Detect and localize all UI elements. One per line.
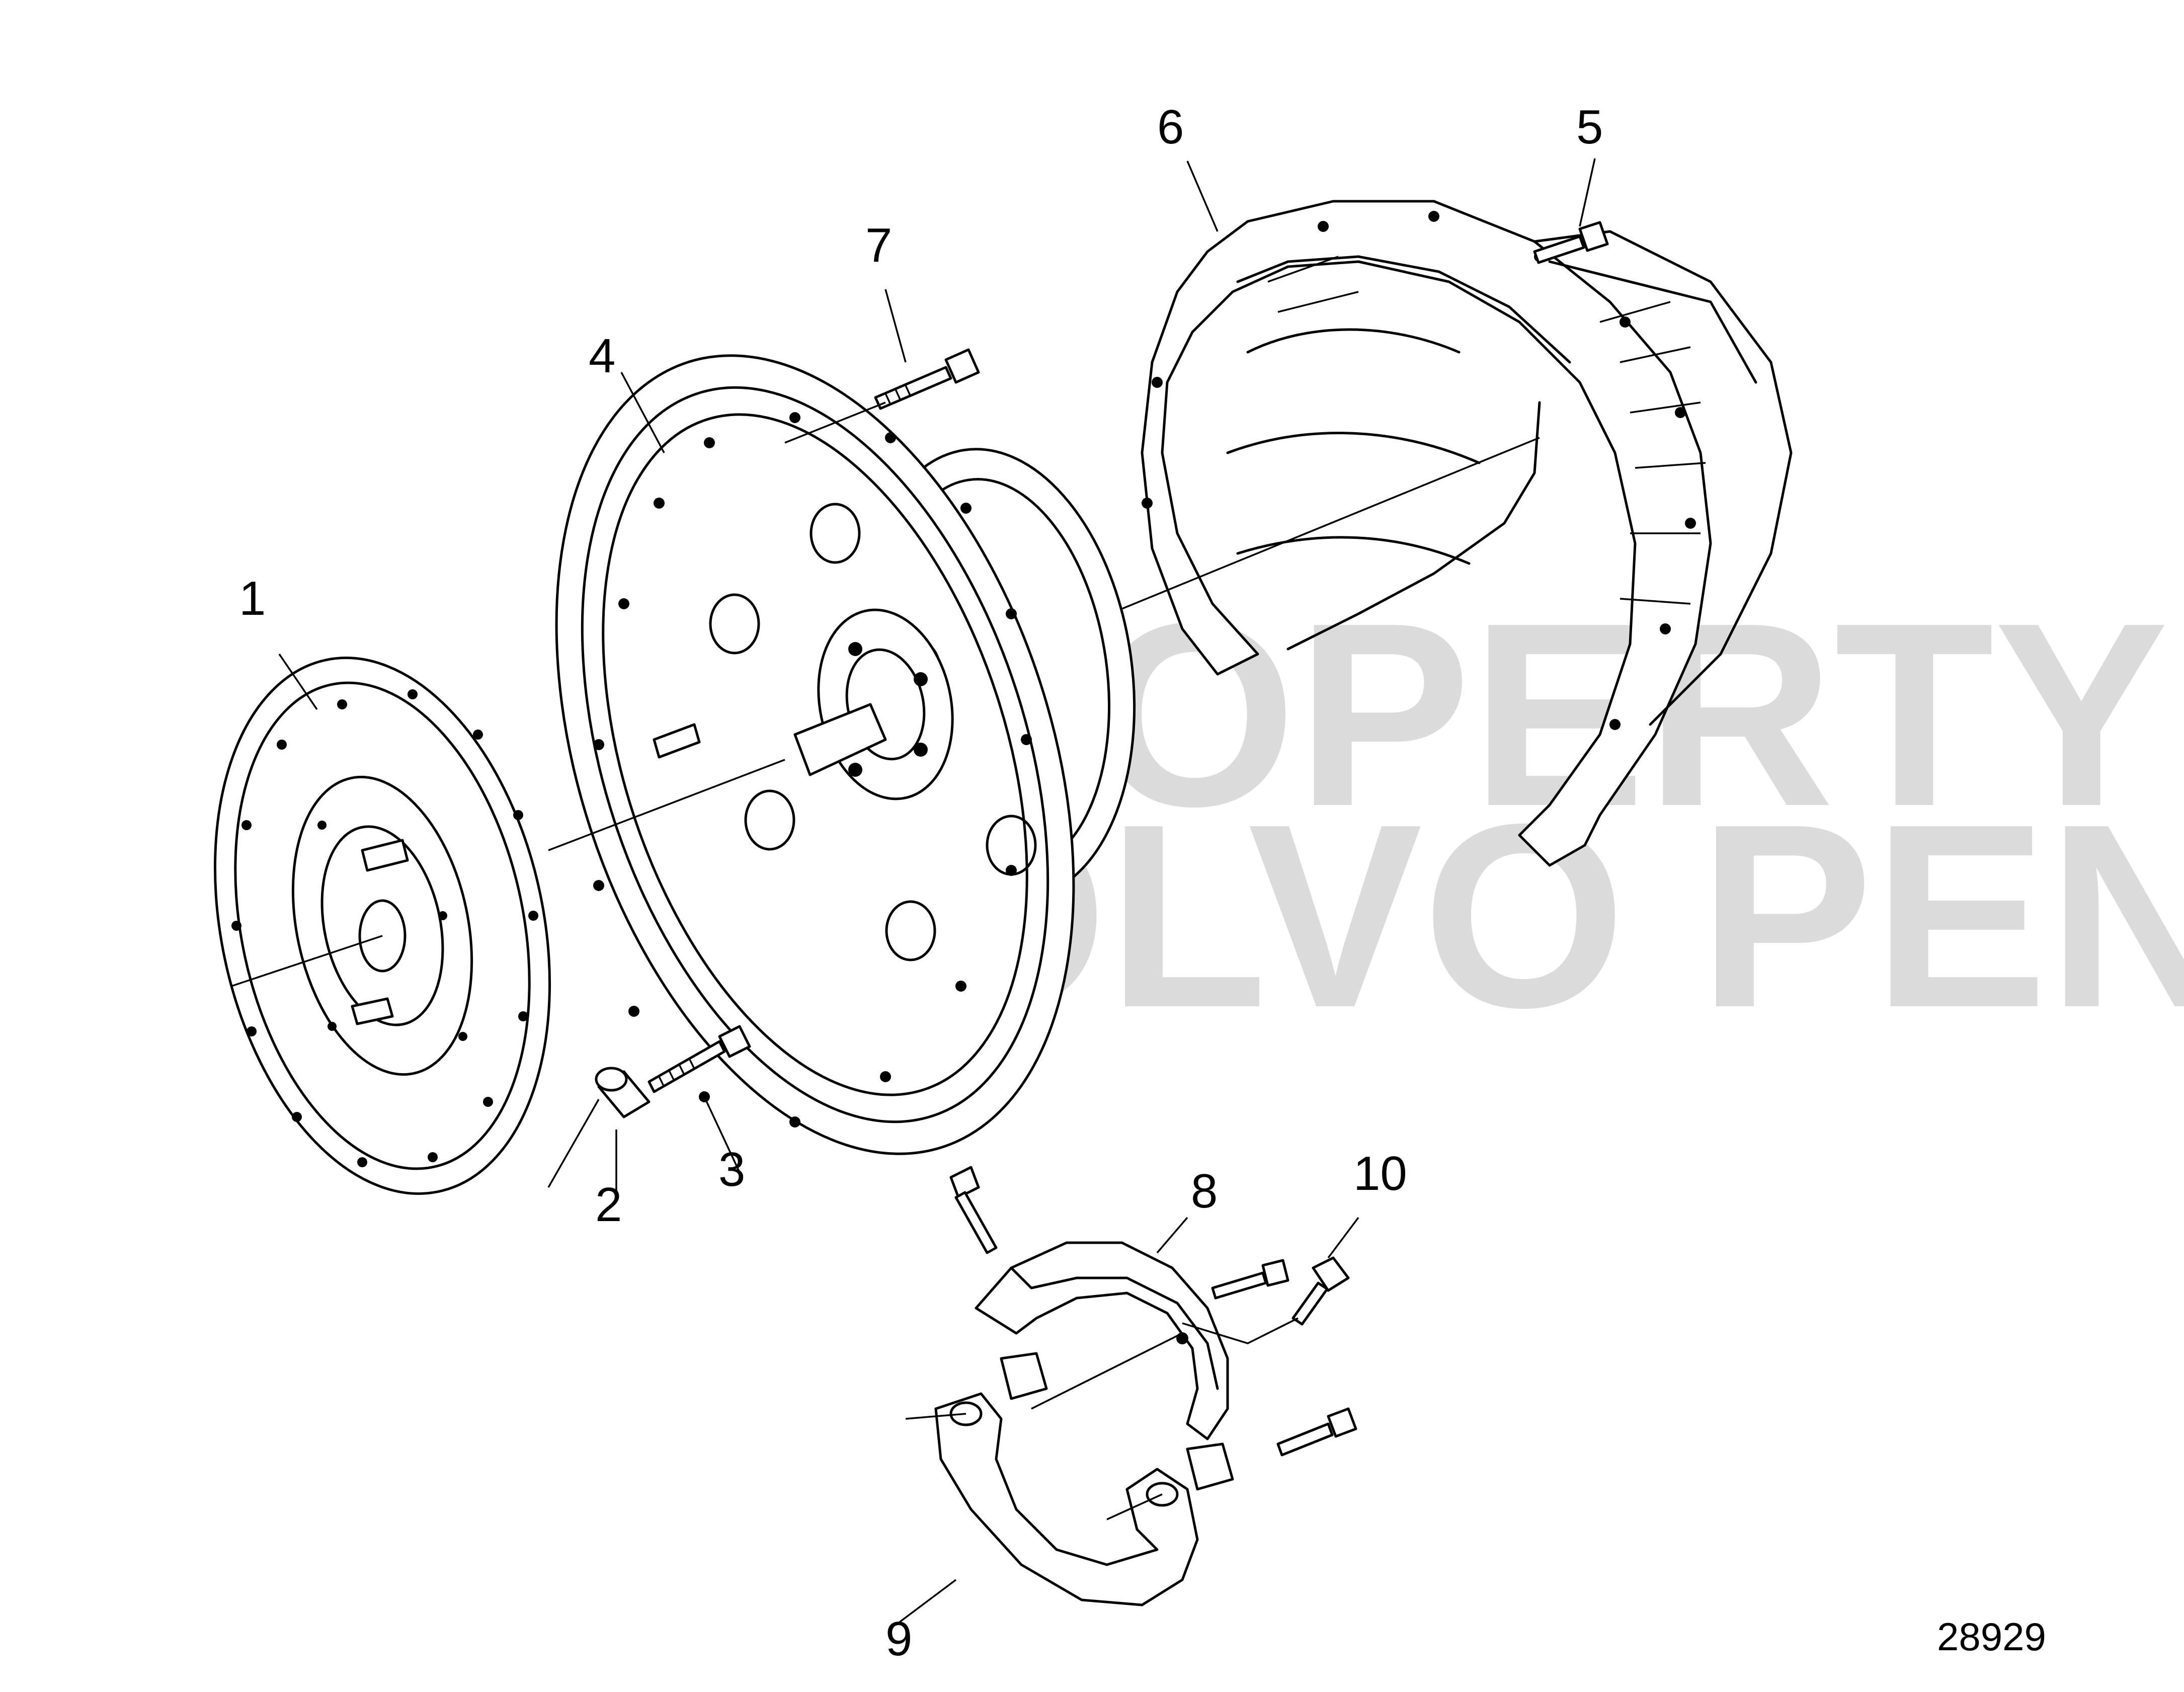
callout-5: 5 [1576,100,1603,154]
callout-labels: 1 2 3 4 5 6 7 8 9 10 [239,100,1603,1666]
part-6-flywheel-housing [1141,200,1793,867]
callout-8: 8 [1191,1164,1218,1218]
part-8-cover-plate [975,1241,1234,1491]
part-4-flywheel-adapter [555,354,1136,1155]
part-9-cover-plate [934,1392,1199,1606]
callout-7: 7 [865,218,892,272]
part-10-screw [1291,1256,1350,1326]
callout-3: 3 [718,1143,745,1196]
callout-6: 6 [1157,100,1184,154]
leader-lines [231,158,1596,1626]
part-2-sleeve [595,1067,651,1118]
callout-9: 9 [885,1612,912,1666]
callout-10: 10 [1353,1147,1407,1200]
part-5-screw [1533,221,1609,264]
part-7-bolt [874,348,980,410]
part-8-bolts [949,1166,1357,1457]
callout-1: 1 [239,572,266,625]
callout-2: 2 [595,1178,622,1232]
part-1-flex-plate [213,657,551,1195]
figure-number: 28929 [1937,1615,2046,1659]
callout-4: 4 [589,329,615,383]
part-3-stud-bolt [648,1025,751,1093]
